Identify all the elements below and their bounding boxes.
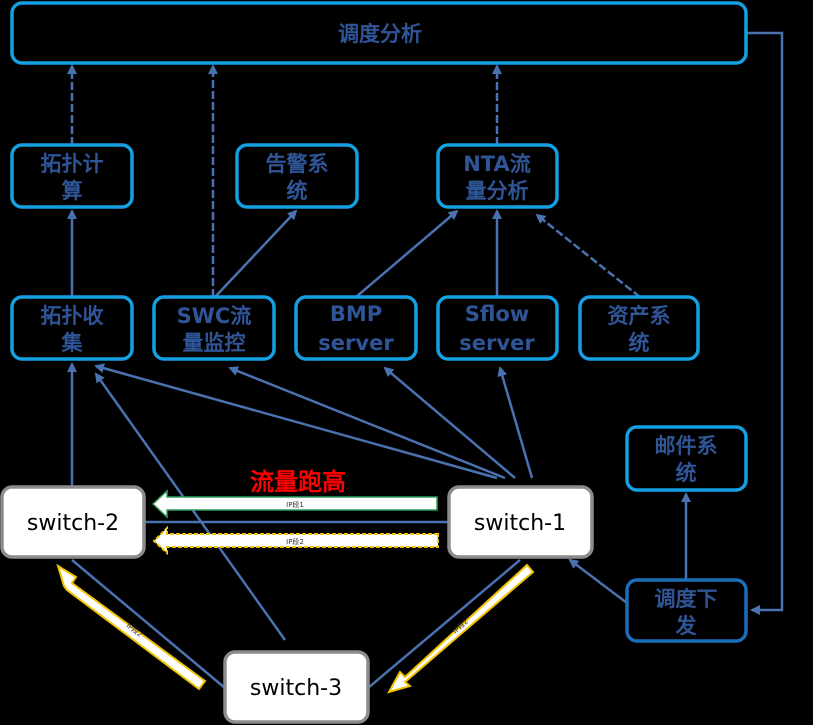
edge-asset-nta — [535, 213, 641, 298]
link-switch1-switch3 — [367, 559, 521, 689]
flow-arrow-seg1: IP段1 — [151, 489, 438, 519]
node-label: 算 — [62, 179, 83, 203]
node-label: 统 — [676, 461, 697, 485]
node-label: 拓扑计 — [41, 152, 104, 176]
node-label: 邮件系 — [655, 434, 718, 458]
node-label: 拓扑收 — [41, 304, 104, 328]
node-label: 统 — [629, 331, 650, 355]
edge-dispatch-switch1 — [568, 558, 628, 604]
switch-label: switch-3 — [250, 676, 342, 701]
node-label: 发 — [675, 614, 698, 638]
flow-arrow-seg2: IP段2 — [152, 525, 439, 556]
edge-bmp-nta — [355, 209, 459, 298]
traffic-high-annotation: 流量跑高 — [250, 467, 346, 496]
flow-arrow-diag-left: IP段2 — [56, 563, 207, 691]
node-label: 告警系 — [266, 152, 329, 176]
node-label: 统 — [287, 179, 308, 203]
node-label: BMP — [330, 302, 382, 326]
link-switch2-switch3 — [71, 559, 226, 689]
edge-switch1-topocollect — [94, 363, 498, 480]
connectors — [67, 31, 784, 689]
switch-1[interactable]: switch-1 — [447, 485, 594, 559]
node-label: 集 — [61, 331, 84, 355]
switch-label: switch-1 — [474, 511, 566, 536]
node-label: server — [459, 331, 535, 355]
edge-switch1-swc — [228, 366, 506, 480]
edge-switch1-bmp — [383, 366, 516, 479]
node-label: 调度下 — [655, 587, 718, 611]
node-label: 量监控 — [183, 331, 246, 355]
edge-switch1-sflow — [497, 366, 534, 479]
flow-arrow-diag-right: IP段2 — [386, 563, 535, 694]
switch-3[interactable]: switch-3 — [223, 650, 370, 724]
switch-label: switch-2 — [27, 511, 119, 536]
edge-schedule-dispatch — [746, 31, 784, 615]
switch-2[interactable]: switch-2 — [0, 485, 146, 559]
edge-swc-alarm — [214, 209, 298, 298]
node-label: 调度分析 — [338, 22, 422, 46]
node-label: server — [318, 331, 394, 355]
flow-label: IP段1 — [286, 500, 304, 509]
flow-label: IP段2 — [286, 537, 304, 546]
node-sflow[interactable]: Sflow server — [436, 295, 559, 361]
node-label: 资产系 — [608, 304, 671, 328]
node-label: Sflow — [465, 302, 530, 326]
node-label: SWC流 — [177, 304, 252, 328]
node-label: 量分析 — [466, 179, 529, 203]
node-schedule-analysis[interactable]: 调度分析 — [10, 1, 748, 65]
node-bmp[interactable]: BMP server — [294, 295, 418, 361]
node-label: NTA流 — [463, 152, 531, 176]
